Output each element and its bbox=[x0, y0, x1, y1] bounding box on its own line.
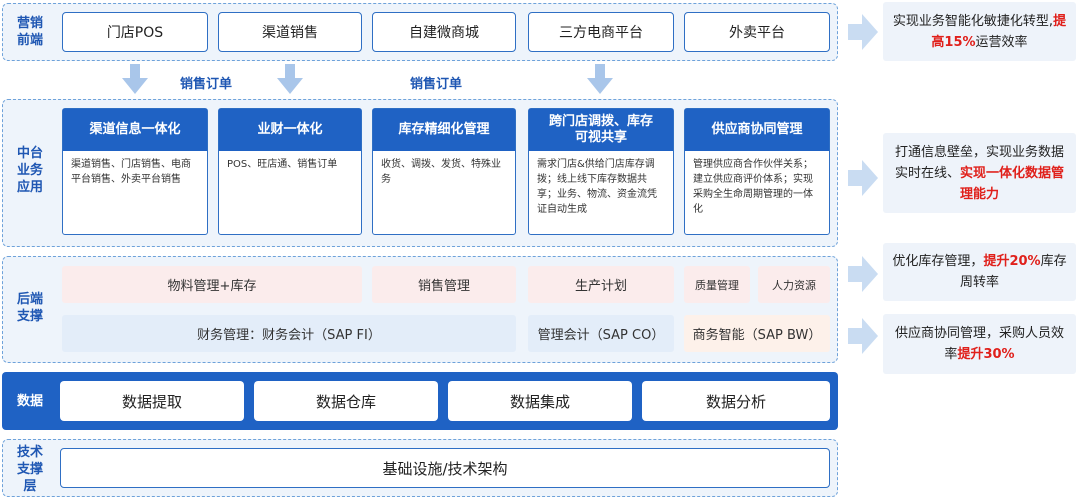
back-item-hr[interactable]: 人力资源 bbox=[758, 266, 830, 303]
middle-card[interactable]: 库存精细化管理 收货、调拨、发货、特殊业务 bbox=[372, 108, 516, 235]
benefit-note-text: 优化库存管理， bbox=[892, 254, 984, 269]
middle-card[interactable]: 供应商协同管理 管理供应商合作伙伴关系；建立供应商评价体系；实现采购全生命周期管… bbox=[684, 108, 830, 235]
back-item-bi-bw[interactable]: 商务智能（SAP BW） bbox=[684, 315, 830, 352]
middle-card-title: 跨门店调拨、库存可视共享 bbox=[529, 109, 673, 151]
middle-card-title: 渠道信息一体化 bbox=[63, 109, 207, 151]
tech-layer-title: 技术 支撑 层 bbox=[16, 444, 43, 494]
back-layer-title: 后端 支撑 bbox=[16, 292, 43, 324]
benefit-note-text: 实现业务智能化敏捷化转型, bbox=[892, 13, 1054, 29]
benefit-note-text: 供应商协同管理，采购人员效率 bbox=[894, 326, 1064, 362]
middle-card-body: 需求门店&供给门店库存调拨；线上线下库存数据共享；业务、物流、资金流凭证自动生成 bbox=[537, 159, 657, 215]
middle-card-body: POS、旺店通、销售订单 bbox=[227, 159, 338, 170]
benefit-note: 实现业务智能化敏捷化转型,提高15%运营效率 bbox=[883, 2, 1076, 61]
middle-card[interactable]: 跨门店调拨、库存可视共享 需求门店&供给门店库存调拨；线上线下库存数据共享；业务… bbox=[528, 108, 674, 235]
benefit-note: 供应商协同管理，采购人员效率提升30% bbox=[883, 314, 1076, 374]
front-item-takeout[interactable]: 外卖平台 bbox=[684, 12, 830, 52]
data-layer-title: 数据 bbox=[16, 393, 43, 409]
back-item-mgmt-accounting-co[interactable]: 管理会计（SAP CO） bbox=[528, 315, 674, 352]
sales-order-label: 销售订单 bbox=[180, 77, 233, 92]
back-item-material-inventory[interactable]: 物料管理+库存 bbox=[62, 266, 362, 303]
back-item-finance-fi[interactable]: 财务管理：财务会计（SAP FI） bbox=[62, 315, 516, 352]
front-item-channel-sales[interactable]: 渠道销售 bbox=[218, 12, 362, 52]
data-item-extract[interactable]: 数据提取 bbox=[60, 381, 244, 421]
benefit-note-text: 打通信息壁垒，实现业务数据实时在线、 bbox=[894, 144, 1064, 181]
sales-order-label: 销售订单 bbox=[410, 77, 463, 92]
middle-card-body: 收货、调拨、发货、特殊业务 bbox=[381, 159, 501, 185]
front-item-pos[interactable]: 门店POS bbox=[62, 12, 208, 52]
middle-card[interactable]: 渠道信息一体化 渠道销售、门店销售、电商平台销售、外卖平台销售 bbox=[62, 108, 208, 235]
right-arrow-icon bbox=[848, 14, 878, 50]
down-arrow-icon bbox=[122, 64, 148, 94]
back-item-sales-mgmt[interactable]: 销售管理 bbox=[372, 266, 516, 303]
right-arrow-icon bbox=[848, 160, 878, 196]
tech-item-infrastructure[interactable]: 基础设施/技术架构 bbox=[60, 448, 830, 488]
back-item-production-plan[interactable]: 生产计划 bbox=[528, 266, 674, 303]
benefit-note: 打通信息壁垒，实现业务数据实时在线、实现一体化数据管理能力 bbox=[883, 133, 1076, 213]
middle-card-title: 供应商协同管理 bbox=[685, 109, 829, 151]
right-arrow-icon bbox=[848, 318, 878, 354]
front-item-micro-mall[interactable]: 自建微商城 bbox=[372, 12, 516, 52]
middle-card-body: 管理供应商合作伙伴关系；建立供应商评价体系；实现采购全生命周期管理的一体化 bbox=[693, 159, 813, 215]
benefit-note-highlight: 提升20% bbox=[983, 254, 1041, 269]
benefit-note: 优化库存管理，提升20%库存周转率 bbox=[883, 243, 1076, 301]
middle-layer-title: 中台 业务 应用 bbox=[16, 145, 43, 195]
benefit-note-highlight: 提升30% bbox=[957, 347, 1015, 362]
right-arrow-icon bbox=[848, 256, 878, 292]
middle-card-title: 业财一体化 bbox=[219, 109, 361, 151]
benefit-note-text: 库存周转率 bbox=[959, 254, 1067, 290]
data-item-warehouse[interactable]: 数据仓库 bbox=[254, 381, 438, 421]
benefit-note-highlight: 提高15% bbox=[931, 13, 1067, 50]
middle-card[interactable]: 业财一体化 POS、旺店通、销售订单 bbox=[218, 108, 362, 235]
back-item-quality-mgmt[interactable]: 质量管理 bbox=[684, 266, 750, 303]
benefit-note-text: 运营效率 bbox=[975, 34, 1028, 50]
middle-card-body: 渠道销售、门店销售、电商平台销售、外卖平台销售 bbox=[71, 159, 191, 185]
data-item-analysis[interactable]: 数据分析 bbox=[642, 381, 830, 421]
middle-card-title: 库存精细化管理 bbox=[373, 109, 515, 151]
down-arrow-icon bbox=[277, 64, 303, 94]
data-item-integration[interactable]: 数据集成 bbox=[448, 381, 632, 421]
front-item-ecommerce[interactable]: 三方电商平台 bbox=[528, 12, 674, 52]
down-arrow-icon bbox=[587, 64, 613, 94]
benefit-note-highlight: 实现一体化数据管理能力 bbox=[959, 165, 1065, 202]
front-layer-title: 营销 前端 bbox=[16, 16, 43, 48]
